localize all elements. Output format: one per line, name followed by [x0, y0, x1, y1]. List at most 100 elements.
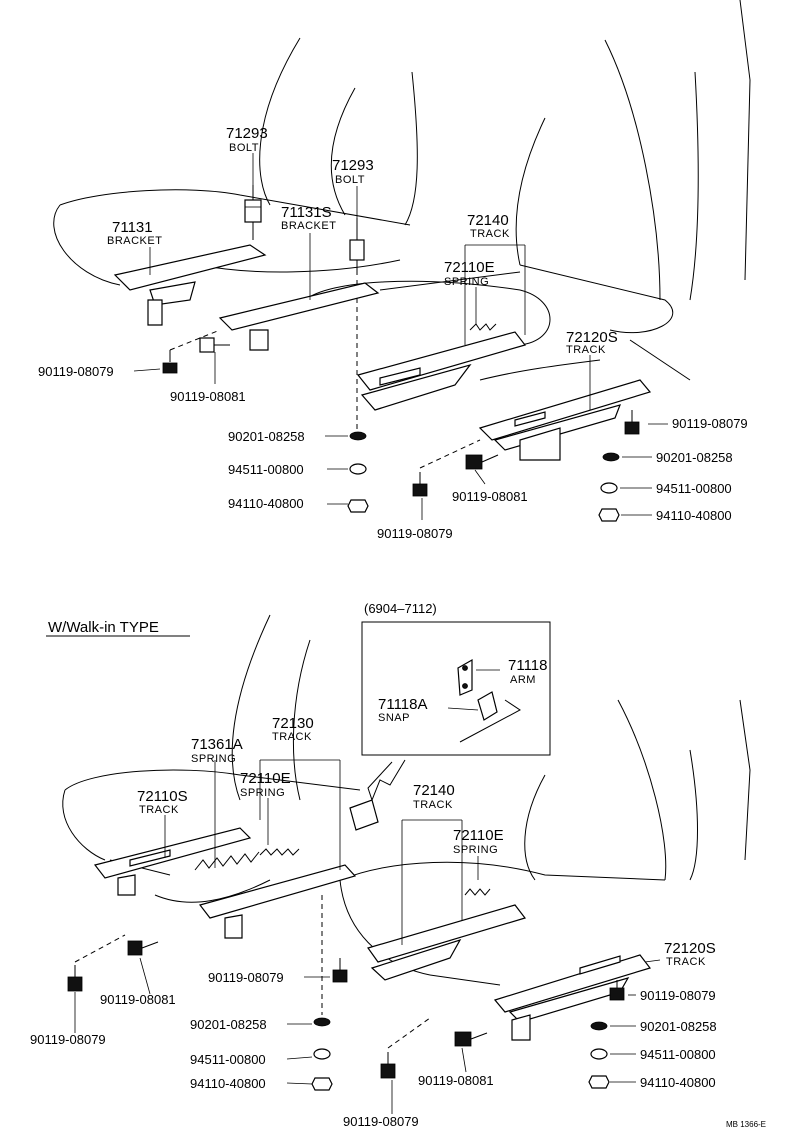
part-number: 90201-08258 — [640, 1019, 717, 1034]
part-number: 94511-00800 — [228, 462, 304, 477]
lock-washer-icon — [590, 1048, 608, 1060]
bracket-71131-number: 71131 — [112, 219, 153, 236]
part-number: 90119-08079 — [30, 1032, 106, 1047]
bolt-71293-right — [349, 218, 365, 430]
part-number: 90119-08079 — [38, 364, 114, 379]
part-number: 90201-08258 — [656, 450, 733, 465]
bracket-71131s-number: 71131S — [281, 204, 332, 221]
part-number: 94110-40800 — [228, 496, 304, 511]
snap-71118a-number: 71118A — [378, 696, 428, 713]
nut-icon — [598, 508, 620, 522]
track-72110s-bottom — [93, 827, 252, 896]
arm-71118 — [457, 658, 473, 696]
nut-icon — [347, 499, 369, 513]
track-72130-bottom — [154, 799, 379, 939]
track-72120s-number: 72120S — [566, 329, 618, 346]
bolt-71293-left-caption: BOLT — [229, 142, 259, 154]
drawing-reference: MB 1366-E — [726, 1120, 766, 1129]
track-72140-caption: TRACK — [470, 228, 510, 240]
washer-icon — [313, 1017, 331, 1027]
spring-71361a-number: 71361A — [191, 736, 243, 753]
spring-72110e-left-bottom — [259, 848, 300, 856]
washer-icon — [349, 431, 367, 441]
part-number: 90119-08081 — [170, 389, 246, 404]
snap-71118a-caption: SNAP — [378, 712, 410, 724]
bolt-icon — [199, 337, 230, 353]
track-72140-bottom — [367, 904, 527, 981]
spring-72110e-number: 72110E — [444, 259, 495, 276]
spring-72110e-right-bottom — [464, 888, 491, 896]
variant-title: W/Walk-in TYPE — [48, 619, 159, 636]
lock-washer-icon — [313, 1048, 331, 1060]
bolt-71293-right-caption: BOLT — [335, 174, 365, 186]
lock-washer-icon — [600, 482, 618, 494]
seat-outline-right-top — [304, 0, 751, 381]
part-number: 90119-08081 — [452, 489, 528, 504]
lock-washer-icon — [349, 463, 367, 475]
snap-71118a — [459, 691, 521, 743]
nut-icon — [311, 1077, 333, 1091]
bolt-71293-right-number: 71293 — [332, 157, 374, 174]
track-72140-number: 72140 — [467, 212, 509, 229]
spring-72110e-left-number: 72110E — [240, 770, 291, 787]
bracket-71131-caption: BRACKET — [107, 235, 162, 247]
part-number: 90119-08081 — [418, 1073, 494, 1088]
seat-outline-left-bottom — [62, 614, 361, 876]
track-72130-number: 72130 — [272, 715, 314, 732]
part-number: 94511-00800 — [640, 1047, 716, 1062]
seat-outline-left-top — [53, 37, 418, 286]
bracket-71131s — [218, 282, 380, 351]
inset-box — [361, 621, 551, 756]
bolt-icon — [380, 1052, 396, 1079]
part-number: 90119-08079 — [343, 1114, 419, 1129]
inset-date-range: (6904–7112) — [364, 601, 437, 616]
bolt-icon — [609, 980, 625, 1001]
spring-72110e-left-caption: SPRING — [240, 787, 285, 799]
arm-71118-number: 71118 — [508, 657, 548, 674]
track-72120s-top — [478, 379, 652, 461]
part-number: 90119-08081 — [100, 992, 176, 1007]
bolt-icon — [67, 965, 83, 992]
track-72110s-caption: TRACK — [139, 804, 179, 816]
part-number: 94511-00800 — [190, 1052, 266, 1067]
track-72120s-bottom-caption: TRACK — [666, 956, 706, 968]
arm-71118-caption: ARM — [510, 674, 536, 686]
part-number: 90119-08079 — [640, 988, 716, 1003]
part-number: 90201-08258 — [228, 429, 305, 444]
spring-72110e-right-caption: SPRING — [453, 844, 498, 856]
track-72130-caption: TRACK — [272, 731, 312, 743]
bolt-icon — [162, 350, 178, 374]
bracket-71131 — [113, 244, 267, 326]
bolt-71293-left-number: 71293 — [226, 125, 268, 142]
part-number: 90119-08079 — [377, 526, 453, 541]
track-72140-top — [356, 331, 527, 411]
bracket-71131s-caption: BRACKET — [281, 220, 336, 232]
track-72120s-caption: TRACK — [566, 344, 606, 356]
track-72110s-number: 72110S — [137, 788, 188, 805]
part-number: 94511-00800 — [656, 481, 732, 496]
part-number: 90201-08258 — [190, 1017, 267, 1032]
nut-icon — [588, 1075, 610, 1089]
spring-71361a — [194, 851, 260, 871]
spring-72110e-right-number: 72110E — [453, 827, 504, 844]
part-number: 94110-40800 — [656, 508, 732, 523]
spring-72110e-caption: SPRING — [444, 276, 489, 288]
part-number: 90119-08079 — [208, 970, 284, 985]
washer-icon — [602, 452, 620, 462]
track-72140-bottom-number: 72140 — [413, 782, 455, 799]
spring-72110e-top — [469, 323, 497, 331]
bolt-icon — [465, 454, 499, 470]
part-number: 90119-08079 — [672, 416, 748, 431]
part-number: 94110-40800 — [190, 1076, 266, 1091]
track-72120s-bottom-number: 72120S — [664, 940, 716, 957]
bolt-icon — [412, 439, 481, 497]
washer-icon — [590, 1021, 608, 1031]
part-number: 94110-40800 — [640, 1075, 716, 1090]
bolt-icon — [624, 410, 640, 435]
spring-71361a-caption: SPRING — [191, 753, 236, 765]
bolt-icon — [332, 958, 348, 983]
bolt-icon — [454, 1031, 488, 1047]
bolt-71293-left — [244, 185, 262, 240]
bolt-icon — [127, 940, 159, 956]
